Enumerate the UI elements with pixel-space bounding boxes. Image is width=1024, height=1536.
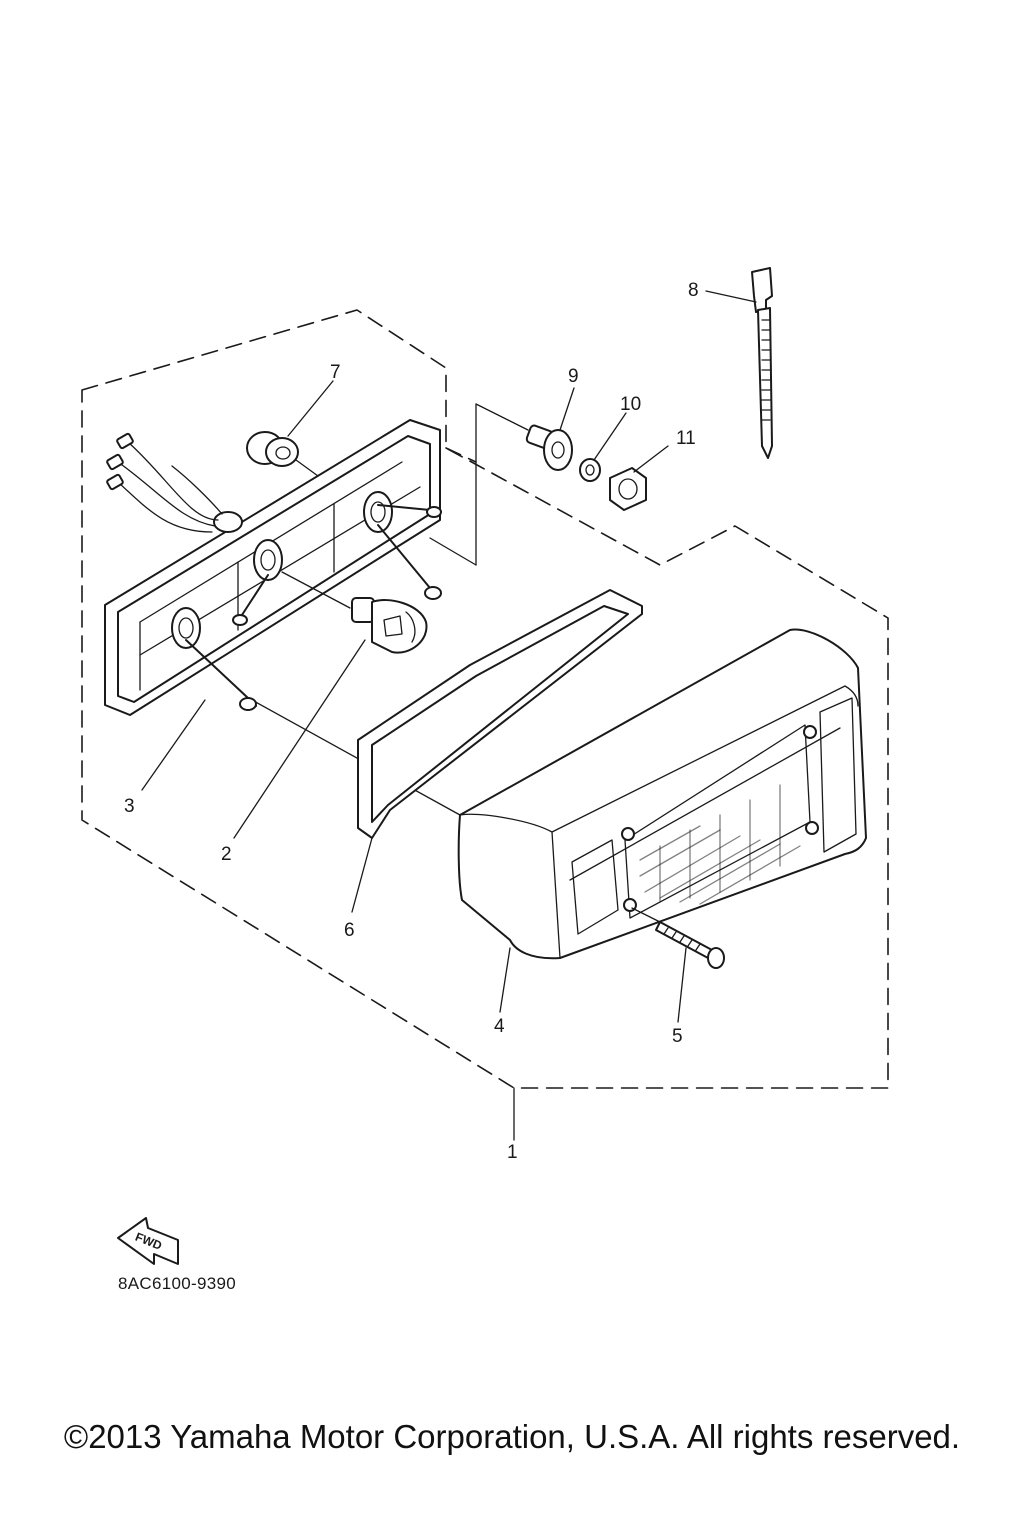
callout-1: 1 [507, 1142, 518, 1163]
diagram-code: 8AC6100-9390 [118, 1274, 236, 1293]
callout-4: 4 [494, 1016, 505, 1037]
stud-part [525, 424, 573, 471]
callout-9: 9 [568, 366, 579, 387]
assembly-bracket [251, 403, 529, 1141]
screw-part [631, 907, 725, 969]
callout-5: 5 [672, 1026, 683, 1047]
callout-10: 10 [620, 394, 641, 415]
callout-11: 11 [676, 428, 696, 449]
leader-lines [141, 290, 757, 1023]
washer-part [579, 458, 601, 482]
nut-part [609, 467, 647, 511]
lamp-housing-part [104, 419, 442, 716]
copyright-notice: ©2013 Yamaha Motor Corporation, U.S.A. A… [63, 1418, 961, 1455]
callout-6: 6 [344, 920, 355, 941]
lens-part [457, 628, 867, 960]
callout-3: 3 [124, 796, 135, 817]
assembly-outline [81, 309, 889, 1089]
grommet-part [246, 431, 319, 477]
wire-harness [106, 432, 223, 533]
callout-7: 7 [330, 362, 341, 383]
bulb-part [281, 571, 428, 654]
cable-tie-part [751, 267, 773, 459]
callout-2: 2 [221, 844, 232, 865]
fwd-arrow-icon: FWD [117, 1217, 179, 1265]
callout-8: 8 [688, 280, 699, 301]
gasket-part [357, 589, 643, 839]
